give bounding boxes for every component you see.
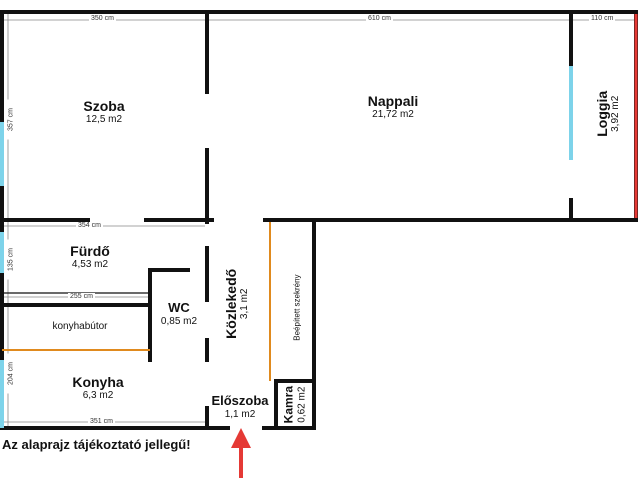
- room-nappali-area: 21,72 m2: [372, 109, 414, 121]
- room-nappali: Nappali 21,72 m2: [350, 93, 436, 121]
- room-loggia-area: 3,92 m2: [610, 95, 622, 132]
- room-furdo-area: 4,53 m2: [71, 259, 109, 271]
- szekreny-label: Beépített szekrény: [292, 274, 302, 341]
- room-szoba-name: Szoba: [83, 98, 125, 114]
- dim-top-right: 110 cm: [589, 15, 616, 22]
- dim-top-mid: 610 cm: [366, 15, 393, 22]
- room-furdo-name: Fürdő: [70, 243, 110, 259]
- dim-szoba-bottom: 354 cm: [76, 222, 103, 229]
- room-wc-name: WC: [168, 300, 190, 315]
- konyhabutor-label: konyhabútor: [52, 321, 108, 332]
- room-szoba-area: 12,5 m2: [85, 114, 123, 126]
- room-loggia-name: Loggia: [594, 90, 611, 137]
- room-kamra-area: 0,62 m2: [296, 386, 308, 423]
- disclaimer-note: Az alaprajz tájékoztató jellegű!: [2, 437, 191, 452]
- room-kamra-name: Kamra: [281, 385, 296, 424]
- room-wc: WC 0,85 m2: [156, 300, 202, 327]
- room-konyha-area: 6,3 m2: [82, 390, 114, 402]
- dim-furdo-bottom: 255 cm: [68, 293, 95, 300]
- room-furdo: Fürdő 4,53 m2: [50, 243, 130, 271]
- room-kozlekedo: Közlekedő 3,1 m2: [223, 264, 251, 344]
- dim-konyha-bottom: 351 cm: [88, 418, 115, 425]
- room-konyha-name: Konyha: [72, 374, 124, 390]
- entrance-arrow-head: [231, 428, 251, 448]
- room-kozlekedo-name: Közlekedő: [223, 268, 240, 339]
- room-kozlekedo-area: 3,1 m2: [239, 288, 251, 320]
- dim-left-bottom: 204 cm: [7, 353, 15, 394]
- dim-top-left: 350 cm: [89, 15, 116, 22]
- room-eloszoba: Előszoba 1,1 m2: [200, 393, 280, 420]
- room-loggia: Loggia 3,92 m2: [594, 74, 622, 154]
- room-eloszoba-name: Előszoba: [211, 393, 269, 408]
- dim-left-top: 357 cm: [7, 99, 15, 140]
- room-nappali-name: Nappali: [367, 93, 419, 109]
- room-szoba: Szoba 12,5 m2: [64, 98, 144, 126]
- room-wc-area: 0,85 m2: [160, 315, 198, 327]
- dim-left-mid: 135 cm: [7, 239, 15, 280]
- room-kamra: Kamra 0,62 m2: [281, 376, 308, 434]
- room-eloszoba-area: 1,1 m2: [224, 408, 256, 420]
- room-konyha: Konyha 6,3 m2: [55, 374, 141, 402]
